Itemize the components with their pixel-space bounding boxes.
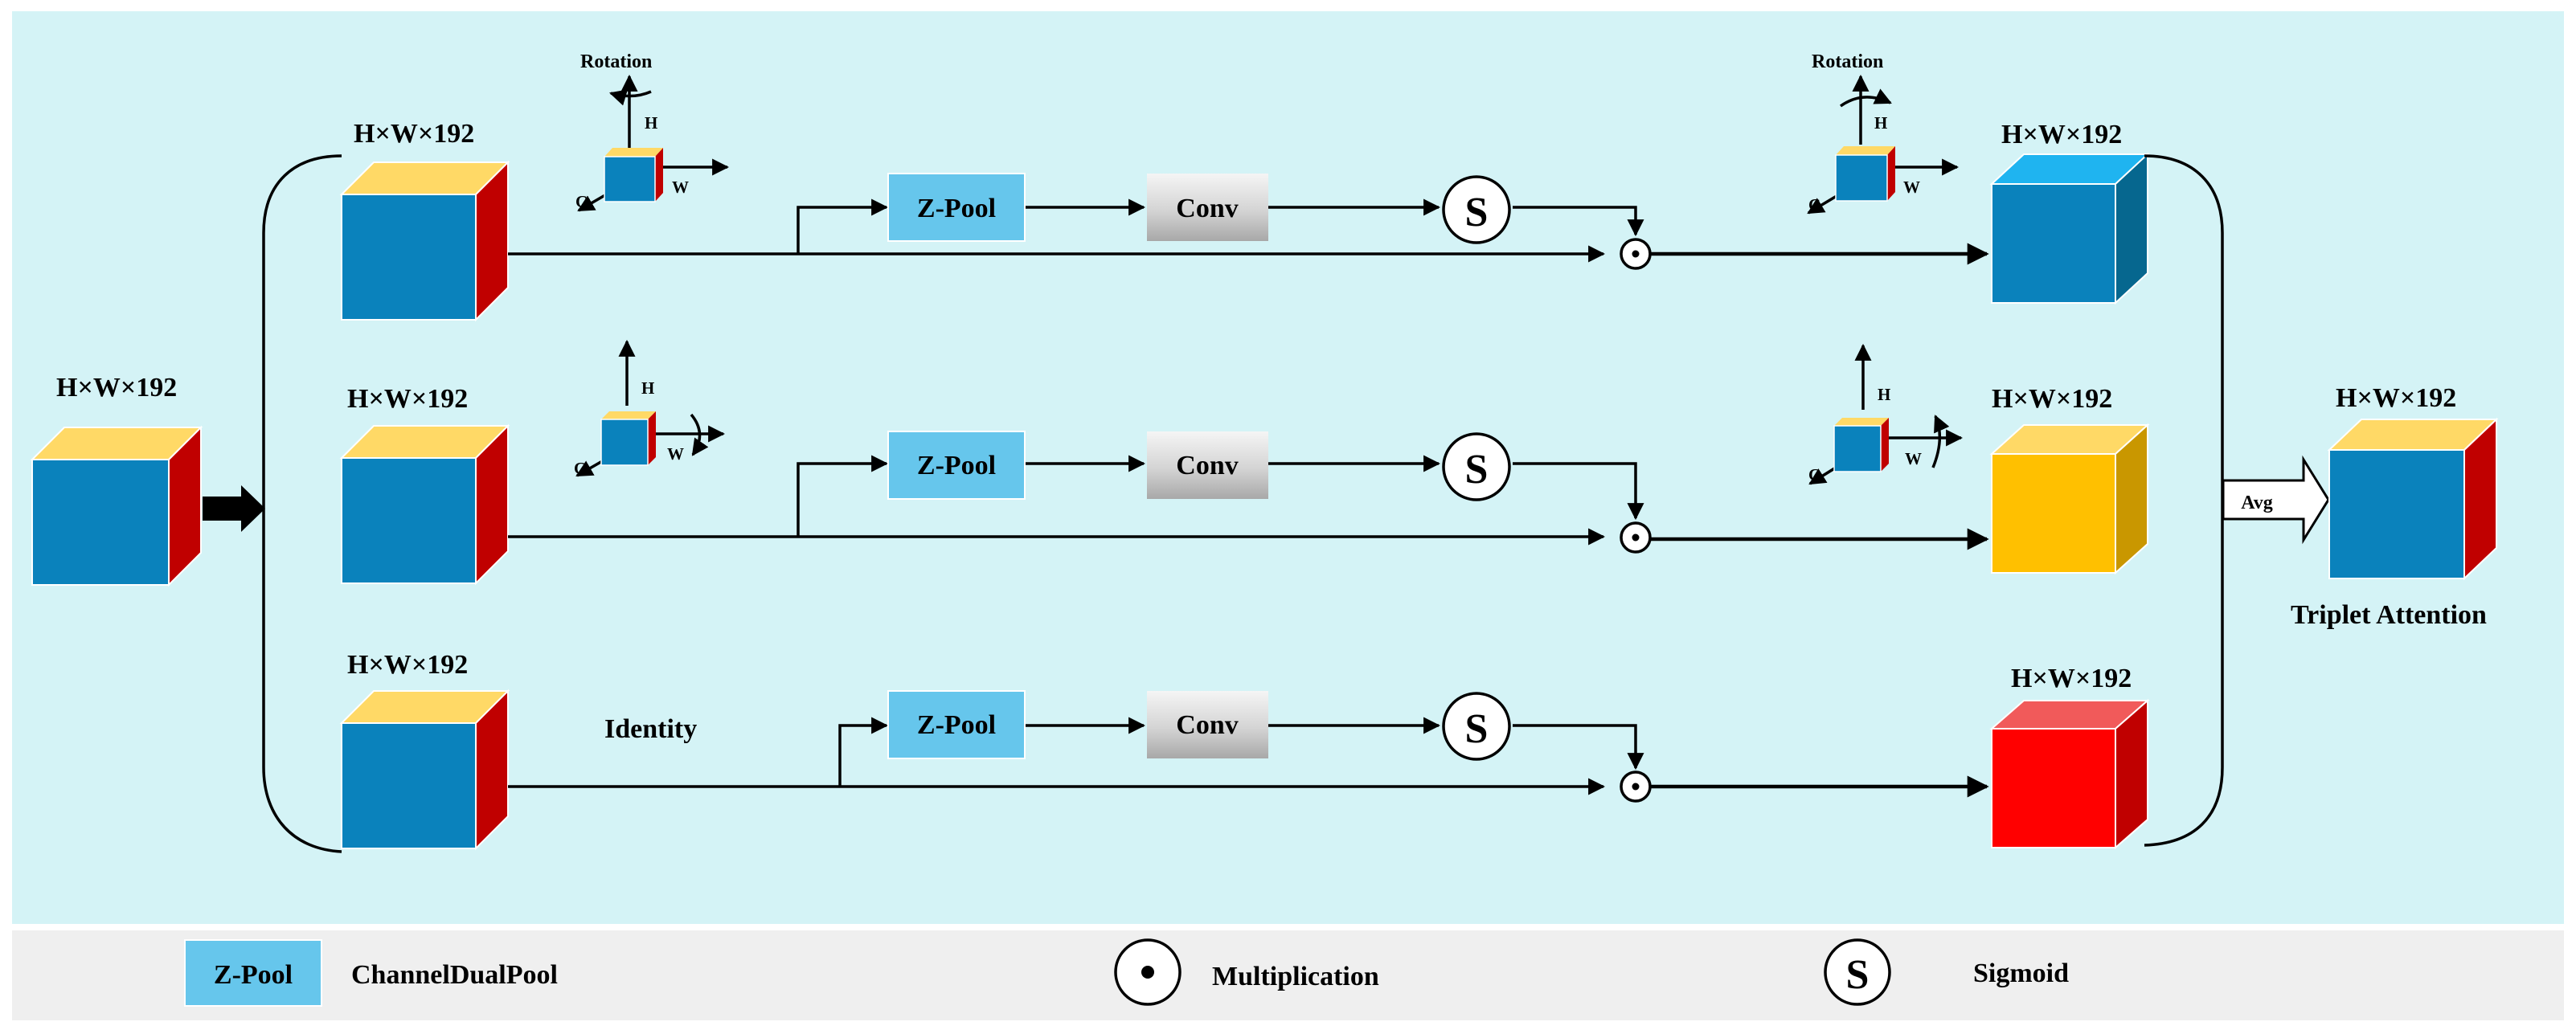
svg-text:C: C	[1808, 195, 1820, 215]
zpool-box-3	[887, 690, 1026, 759]
branch-cube-2	[339, 423, 510, 586]
final-output-cube	[2327, 417, 2499, 581]
output-dim-label-1: H×W×192	[2001, 120, 2122, 149]
svg-text:W: W	[1903, 178, 1920, 197]
branch-dim-label-1: H×W×192	[354, 119, 474, 149]
conv-box-3	[1147, 691, 1268, 758]
svg-text:H: H	[641, 378, 654, 398]
branch-3-flow	[508, 717, 1989, 798]
zpool-label-2: Z-Pool	[917, 451, 996, 480]
legend-sigmoid-desc: Sigmoid	[1973, 958, 2069, 988]
svg-text:Avg: Avg	[2241, 493, 2273, 513]
svg-text:C: C	[575, 192, 588, 211]
zpool-label-1: Z-Pool	[917, 194, 996, 223]
svg-text:W: W	[672, 178, 689, 197]
svg-text:C: C	[1808, 465, 1820, 484]
output-cube-2	[1989, 423, 2150, 575]
legend: Z-Pool ChannelDualPool Multiplication S …	[184, 938, 2069, 1007]
rotation-icon-branch-1: Rotation H W C	[575, 51, 730, 212]
multiply-node-3	[1620, 770, 1652, 803]
output-cube-1	[1989, 152, 2150, 305]
branch-1-flow	[508, 198, 1989, 265]
conv-label-1: Conv	[1176, 194, 1238, 223]
triplet-attention-caption: Triplet Attention	[2291, 600, 2487, 630]
output-dim-label-2: H×W×192	[1992, 384, 2112, 414]
sigmoid-symbol-2: S	[1465, 447, 1489, 493]
input-arrow	[203, 485, 265, 532]
legend-zpool-desc: ChannelDualPool	[351, 960, 558, 990]
split-brace	[262, 154, 342, 853]
sigmoid-symbol-1: S	[1465, 190, 1489, 235]
output-dim-label-3: H×W×192	[2011, 664, 2132, 693]
svg-text:H: H	[1874, 113, 1887, 133]
sigmoid-symbol-3: S	[1465, 706, 1489, 752]
svg-text:W: W	[667, 444, 684, 464]
legend-sigmoid-symbol: S	[1846, 952, 1870, 998]
zpool-box-1	[887, 173, 1026, 242]
legend-multiply-desc: Multiplication	[1212, 962, 1379, 991]
conv-box-1	[1147, 174, 1268, 241]
zpool-label-3: Z-Pool	[917, 710, 996, 740]
branch-2-flow	[508, 455, 1989, 550]
multiply-node-2	[1620, 521, 1652, 554]
svg-text:Rotation: Rotation	[580, 51, 652, 72]
conv-box-2	[1147, 431, 1268, 499]
svg-text:C: C	[574, 459, 586, 478]
conv-label-3: Conv	[1176, 710, 1238, 740]
rotation-icon-output-1: Rotation H W C	[1807, 51, 1960, 215]
legend-zpool-label: Z-Pool	[214, 960, 293, 990]
svg-text:W: W	[1905, 449, 1922, 468]
output-cube-3	[1989, 698, 2150, 850]
sigmoid-node-2	[1442, 432, 1511, 501]
input-dim-label: H×W×192	[56, 373, 177, 403]
svg-text:H: H	[645, 113, 657, 133]
sigmoid-node-3	[1442, 692, 1511, 761]
svg-text:Rotation: Rotation	[1812, 51, 1883, 72]
conv-label-2: Conv	[1176, 451, 1238, 480]
rotation-icon-output-2: H W C	[1808, 343, 1964, 485]
legend-zpool-box	[184, 939, 322, 1007]
zpool-box-2	[887, 431, 1026, 500]
branch-dim-label-2: H×W×192	[347, 384, 468, 414]
branch-dim-label-3: H×W×192	[347, 650, 468, 680]
legend-multiply-icon	[1114, 938, 1182, 1006]
branch-cube-1	[339, 160, 510, 322]
input-feature-cube	[30, 425, 203, 587]
branch-cube-3	[339, 689, 510, 851]
multiply-node-1	[1620, 238, 1652, 270]
rotation-icon-branch-2: H W C	[574, 339, 726, 478]
avg-arrow: Avg	[2222, 455, 2330, 545]
identity-label: Identity	[604, 714, 697, 744]
legend-background	[12, 930, 2564, 1020]
sigmoid-node-1	[1442, 175, 1511, 244]
legend-sigmoid-icon	[1824, 938, 1891, 1006]
final-dim-label: H×W×192	[2336, 383, 2456, 413]
svg-text:H: H	[1878, 385, 1890, 404]
